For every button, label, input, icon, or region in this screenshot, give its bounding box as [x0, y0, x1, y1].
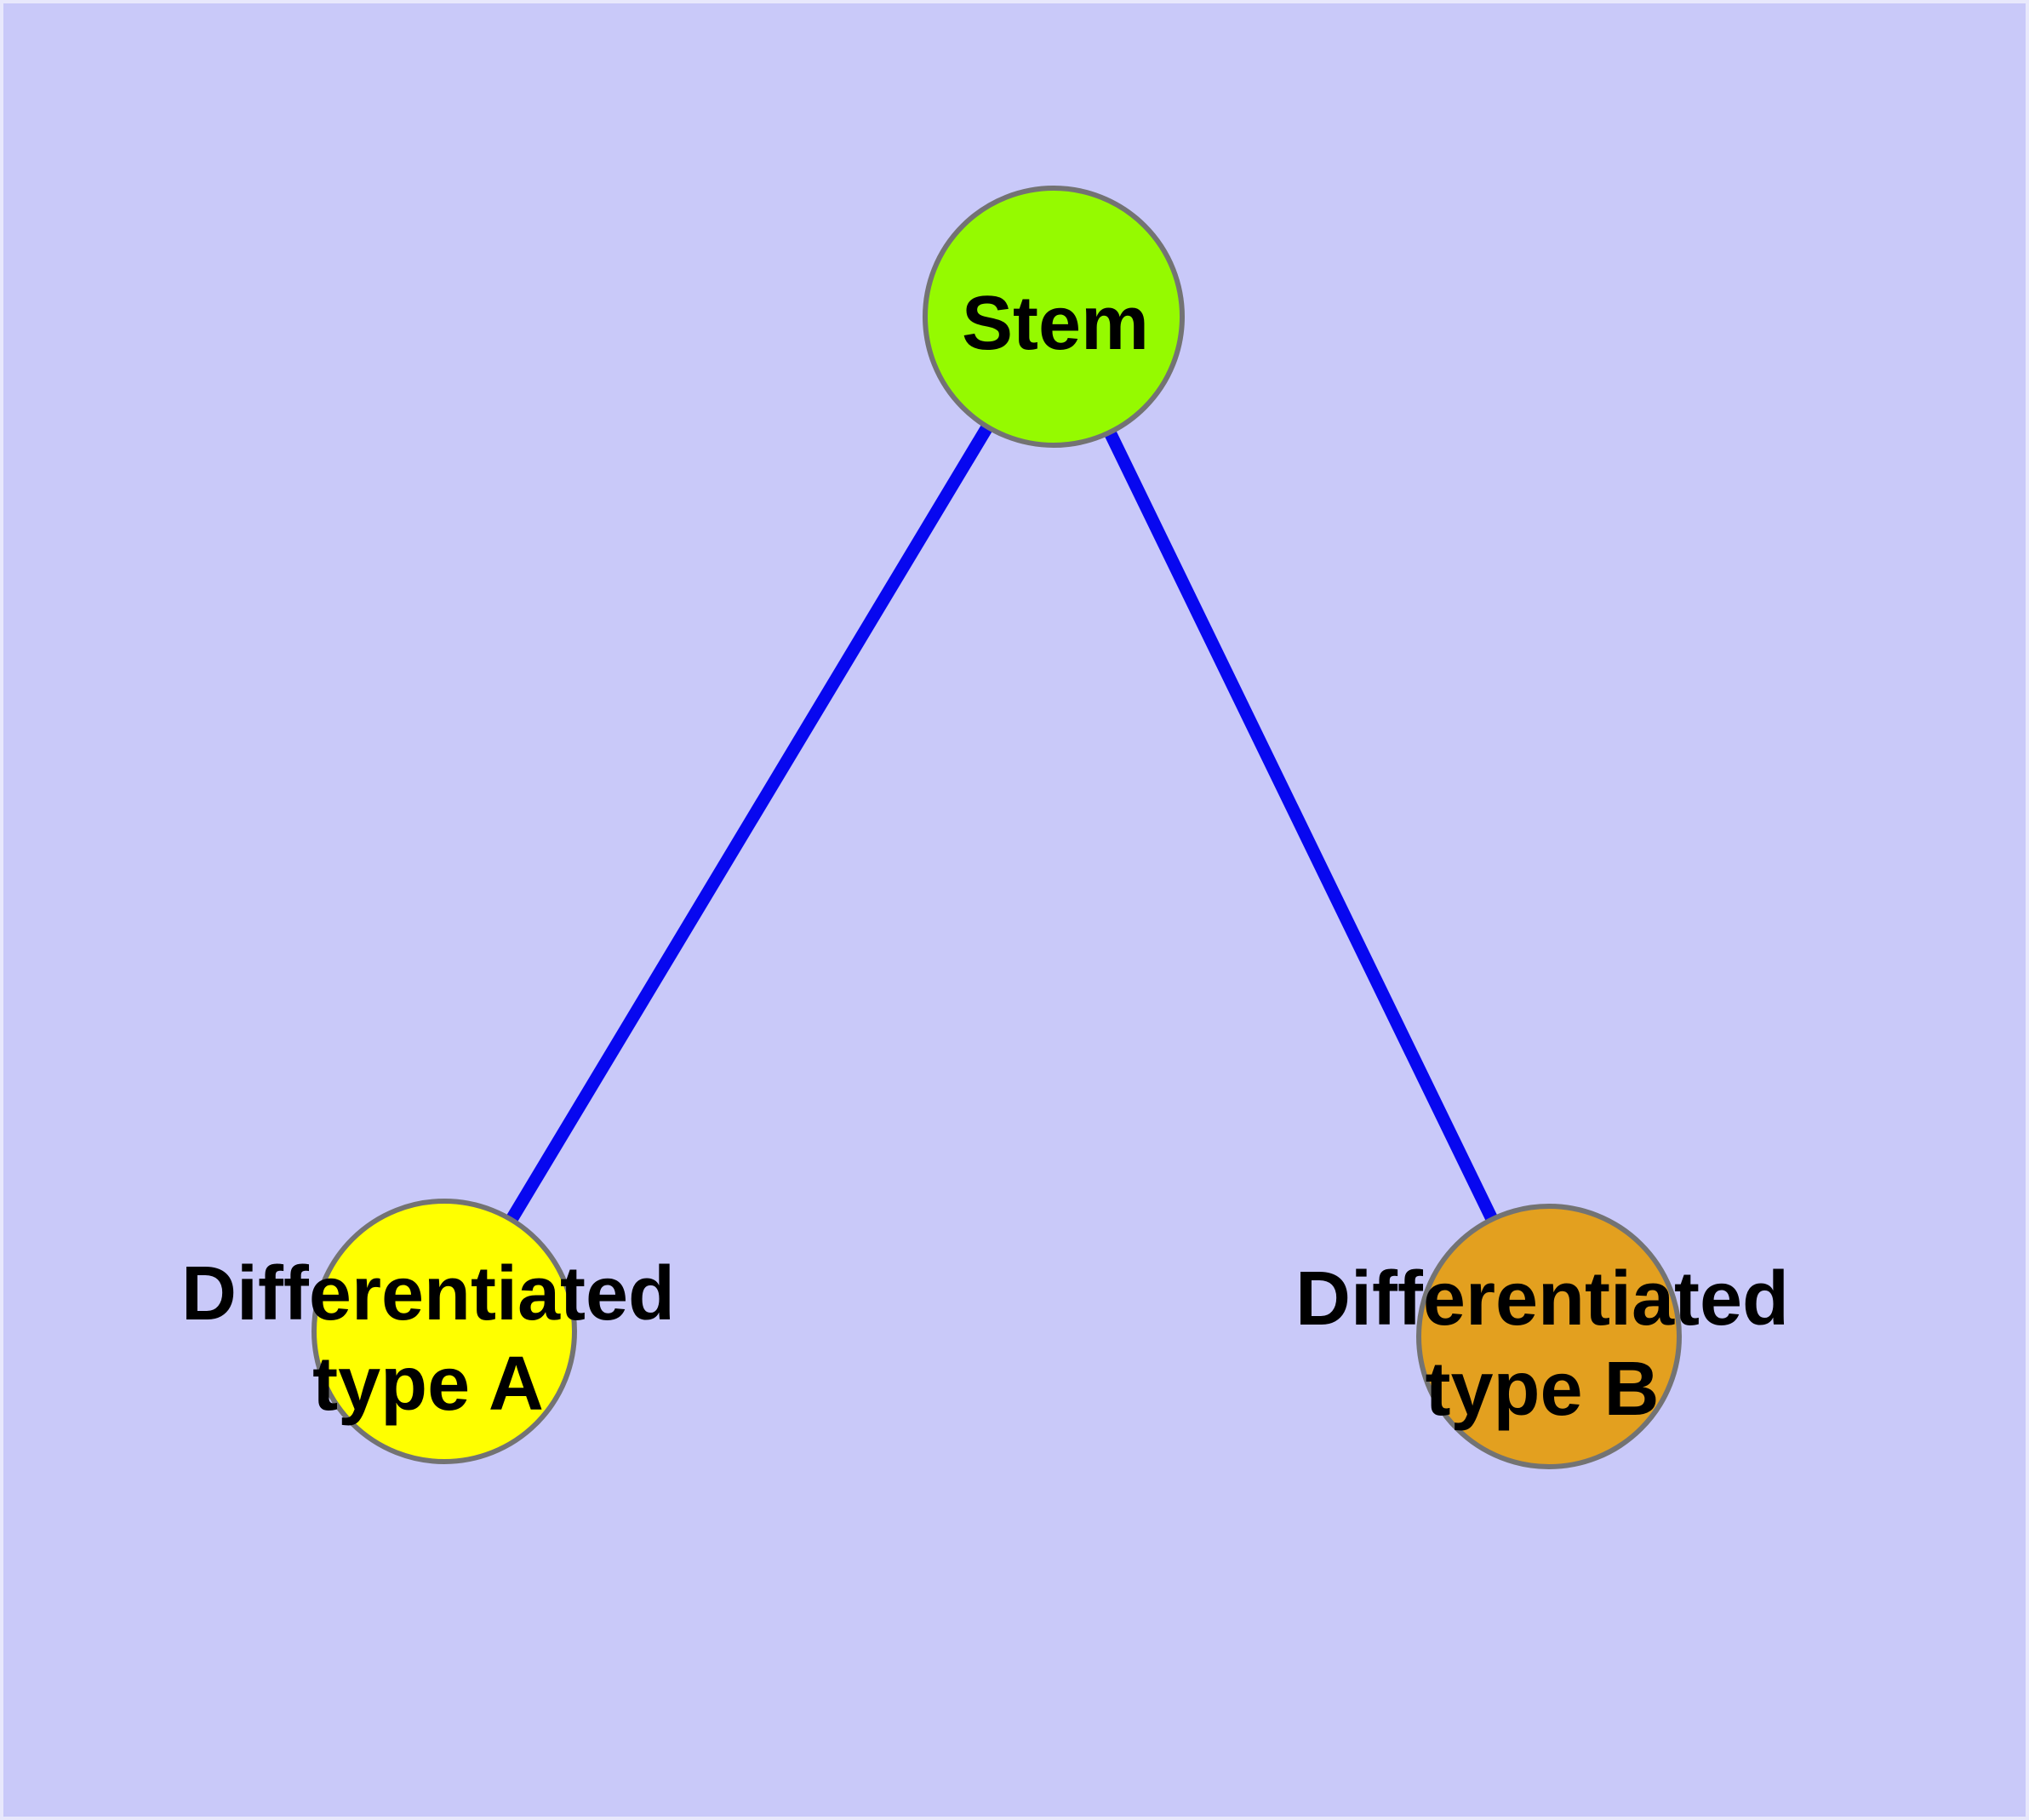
edges-layer	[438, 313, 1555, 1340]
node-stem-label: Stem	[962, 281, 1149, 366]
node-type-b-circle[interactable]	[1416, 1204, 1682, 1469]
nodes-layer	[311, 186, 1682, 1469]
node-stem-circle[interactable]	[923, 186, 1185, 448]
edge-stem-to-type-b[interactable]	[1048, 313, 1555, 1340]
edge-stem-to-type-a[interactable]	[438, 313, 1060, 1335]
node-type-a-circle[interactable]	[311, 1199, 577, 1464]
